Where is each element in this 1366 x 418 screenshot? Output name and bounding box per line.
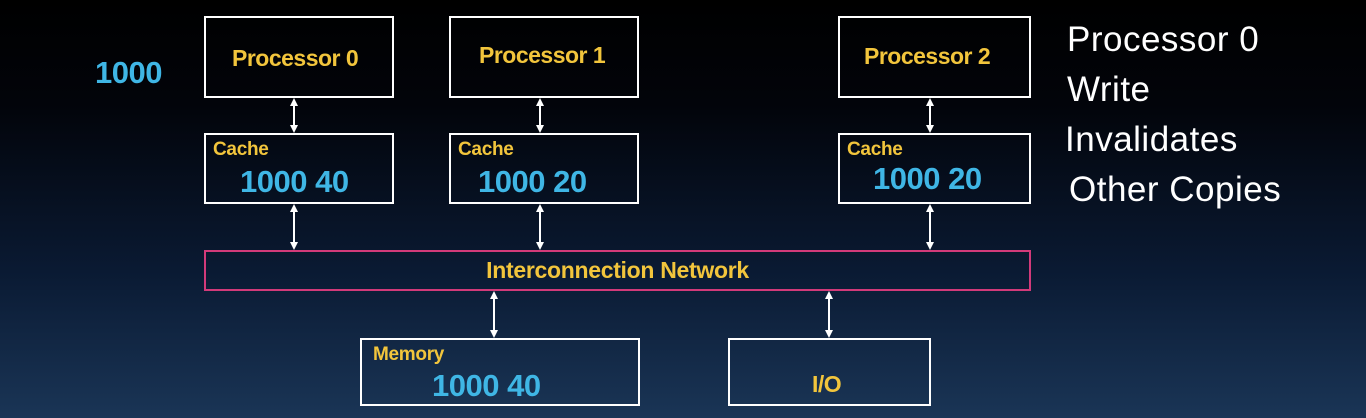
- cache-2-label: Cache: [847, 139, 903, 160]
- processor-2-box: Processor 2: [838, 16, 1031, 98]
- cache-0-value: 1000 40: [240, 164, 349, 199]
- cache-2-box: Cache 1000 20: [838, 133, 1031, 204]
- processor-0-box: Processor 0: [204, 16, 394, 98]
- side-text-line-1: Processor 0: [1067, 20, 1260, 59]
- side-text-line-2: Write: [1067, 70, 1151, 109]
- address-label: 1000: [95, 55, 162, 90]
- interconnection-network: Interconnection Network: [204, 250, 1031, 291]
- side-text-line-4: Other Copies: [1069, 170, 1282, 209]
- processor-0-label: Processor 0: [232, 45, 359, 71]
- memory-value: 1000 40: [432, 368, 541, 403]
- cache-2-value: 1000 20: [873, 161, 982, 196]
- memory-box: Memory 1000 40: [360, 338, 640, 406]
- cache-0-box: Cache 1000 40: [204, 133, 394, 204]
- io-box: I/O: [728, 338, 931, 406]
- processor-1-box: Processor 1: [449, 16, 639, 98]
- side-text-line-3: Invalidates: [1065, 120, 1238, 159]
- io-label: I/O: [812, 371, 842, 397]
- cache-1-box: Cache 1000 20: [449, 133, 639, 204]
- processor-1-label: Processor 1: [479, 42, 606, 68]
- network-label: Interconnection Network: [486, 257, 749, 283]
- cache-1-label: Cache: [458, 139, 514, 160]
- cache-1-value: 1000 20: [478, 164, 587, 199]
- memory-label: Memory: [373, 344, 445, 365]
- processor-2-label: Processor 2: [864, 43, 991, 69]
- cache-0-label: Cache: [213, 139, 269, 160]
